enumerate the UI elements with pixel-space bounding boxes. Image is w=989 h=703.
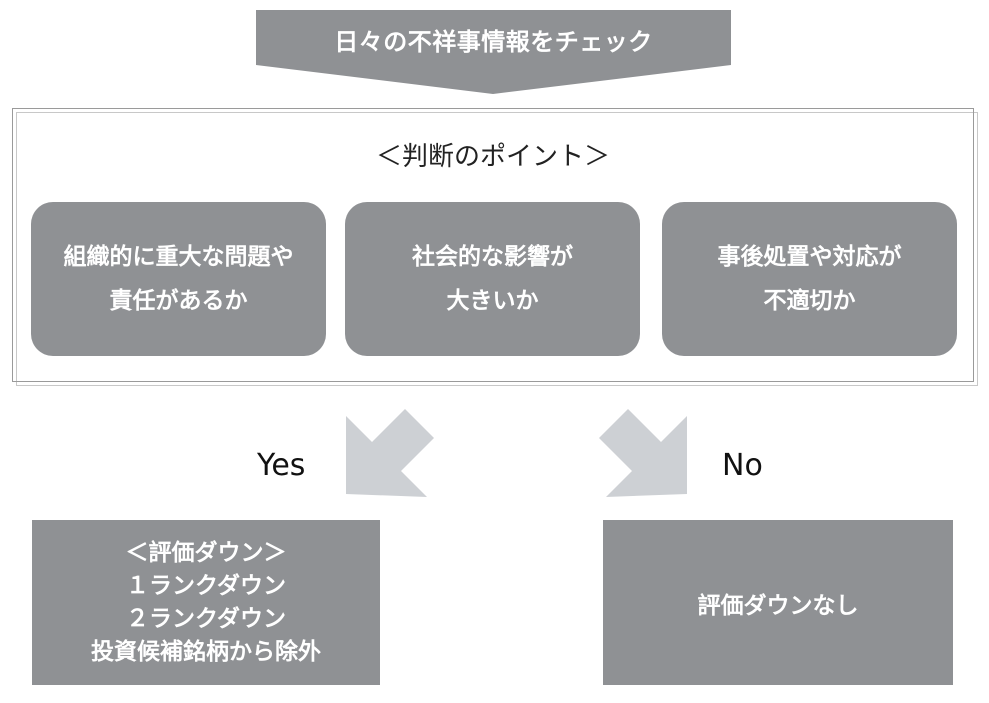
yes-label: Yes: [257, 448, 306, 483]
outcome-downgrade-box: ＜評価ダウン＞ １ランクダウン ２ランクダウン 投資候補銘柄から除外: [32, 520, 380, 685]
criterion-response-inadequate: 事後処置や対応が 不適切か: [662, 202, 957, 356]
criteria-frame-shadow: [16, 112, 978, 386]
criterion-line: 大きいか: [446, 288, 539, 314]
outcome-no-downgrade-box: 評価ダウンなし: [603, 520, 953, 685]
criterion-line: 組織的に重大な問題や: [63, 244, 294, 270]
banner-arrow: [256, 10, 731, 94]
no-arrow: [599, 409, 687, 497]
outcome-line: ＜評価ダウン＞: [125, 539, 287, 566]
criterion-line: 不適切か: [763, 288, 856, 314]
criteria-heading: ＜判断のポイント＞: [375, 141, 610, 172]
outcome-line: ２ランクダウン: [125, 605, 287, 632]
criterion-line: 責任があるか: [109, 288, 248, 314]
no-label: No: [722, 448, 763, 483]
criterion-line: 社会的な影響が: [412, 244, 573, 270]
banner-title: 日々の不祥事情報をチェック: [334, 27, 653, 56]
yes-arrow: [346, 409, 434, 497]
outcome-line: 投資候補銘柄から除外: [91, 638, 321, 665]
criterion-organizational-responsibility: 組織的に重大な問題や 責任があるか: [31, 202, 326, 356]
criterion-line: 事後処置や対応が: [717, 244, 902, 270]
criteria-frame: [12, 108, 974, 382]
outcome-text: 評価ダウンなし: [697, 592, 859, 619]
outcome-line: １ランクダウン: [125, 572, 287, 599]
criterion-social-impact: 社会的な影響が 大きいか: [345, 202, 640, 356]
